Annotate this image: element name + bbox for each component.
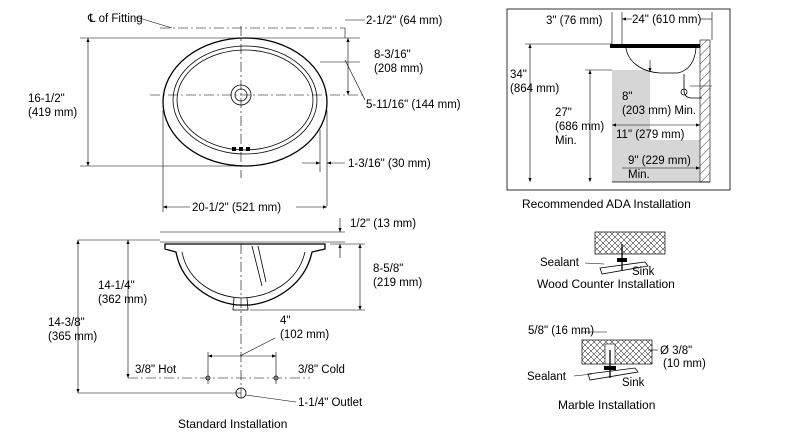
marble-sealant-leader xyxy=(573,373,593,377)
dim-supply-spacing-leader xyxy=(239,337,276,357)
dim-center-height-mm: (208 mm) xyxy=(374,63,423,75)
ada-dim-knee-depth: 11" (279 mm) xyxy=(616,129,685,141)
dim-bowl-depth-mm: (219 mm) xyxy=(373,277,422,289)
overflow-hole-3 xyxy=(246,147,250,151)
ada-toe-clearance-zone xyxy=(612,140,700,182)
outlet-label: 1-1/4" Outlet xyxy=(298,397,363,409)
sink-body-section xyxy=(164,243,326,306)
marble-sink-flange xyxy=(587,367,639,381)
ada-dim-clear-in: 8" xyxy=(622,91,632,103)
sink-bowl-section xyxy=(181,251,306,299)
ada-dim-knee-min: Min. xyxy=(555,135,577,147)
wood-sink-label: Sink xyxy=(632,266,655,278)
marble-anchor-clip xyxy=(604,366,616,370)
drain-outer xyxy=(230,84,252,106)
wood-anchor-clip xyxy=(617,258,627,262)
ada-dim-height-mm: (864 mm) xyxy=(510,83,559,95)
sink-bowl-inner xyxy=(176,49,314,151)
cold-supply-label: 3/8" Cold xyxy=(298,364,345,376)
wood-sealant-label: Sealant xyxy=(540,257,580,269)
sink-bowl-outer xyxy=(172,45,318,155)
outlet-marker xyxy=(235,387,247,399)
ada-dim-knee-in: 27" xyxy=(555,107,572,119)
wood-sink-flange xyxy=(599,261,649,275)
side-view: 1/2" (13 mm) 8-5/8" (219 mm) 14-1/4" (36… xyxy=(48,218,422,431)
ada-dim-depth: 24" (610 mm) xyxy=(632,14,701,26)
dim-rim-label: 1-3/16" (30 mm) xyxy=(348,158,431,170)
marble-dim-hole-mm: (10 mm) xyxy=(663,358,706,370)
center-of-fitting-leader xyxy=(135,16,173,29)
ada-dim-toe-min: Min. xyxy=(628,169,650,181)
dim-supply-height-in: 14-1/4" xyxy=(98,280,135,292)
top-view: ℄ of Fitting 2-1/2" (64 mm) 8-3/16" (208… xyxy=(28,13,461,214)
ada-caption: Recommended ADA Installation xyxy=(522,197,691,211)
overflow-hole-2 xyxy=(239,147,243,151)
dim-overall-width-label: 20-1/2" (521 mm) xyxy=(192,202,281,214)
ada-trap-nut xyxy=(680,88,688,96)
drain-inner xyxy=(234,88,248,102)
ada-countertop xyxy=(610,44,700,48)
ada-dim-height-in: 34" xyxy=(510,69,527,81)
outlet-leader xyxy=(245,394,297,403)
dim-overall-depth-mm: (419 mm) xyxy=(28,107,77,119)
dim-supply-spacing-in: 4" xyxy=(280,315,290,327)
marble-dim-thickness: 5/8" (16 mm) xyxy=(528,325,594,337)
wood-caption: Wood Counter Installation xyxy=(537,277,675,291)
ada-frame xyxy=(506,8,731,191)
ada-sink-bowl xyxy=(625,47,697,74)
ada-installation: 3" (76 mm) 24" (610 mm) 34" (864 mm) 27"… xyxy=(506,8,731,211)
marble-caption: Marble Installation xyxy=(558,398,655,412)
marble-installation: 5/8" (16 mm) Ø 3/8" (10 mm) Sealant Sink… xyxy=(527,325,706,412)
ada-wall xyxy=(699,39,711,183)
dim-side-offset-leader xyxy=(344,59,366,101)
ada-dim-wall-offset: 3" (76 mm) xyxy=(546,15,603,27)
ada-trap xyxy=(683,74,702,99)
dim-outlet-height-in: 14-3/8" xyxy=(48,317,85,329)
ada-dim-knee-mm: (686 mm) xyxy=(555,121,604,133)
dim-supply-height-mm: (362 mm) xyxy=(98,294,147,306)
dim-rim-thickness-label: 1/2" (13 mm) xyxy=(350,218,416,230)
cold-supply-marker xyxy=(273,375,279,381)
hot-supply-marker xyxy=(205,375,211,381)
overflow-hole-1 xyxy=(232,147,236,151)
marble-sink-label: Sink xyxy=(622,377,645,389)
dim-top-offset-label: 2-1/2" (64 mm) xyxy=(366,15,442,27)
dim-side-offset-label: 5-11/16" (144 mm) xyxy=(366,99,461,111)
marble-dim-hole-in: Ø 3/8" xyxy=(660,345,692,357)
dim-supply-spacing-mm: (102 mm) xyxy=(280,329,329,341)
wood-counter-installation: Sealant Sink Wood Counter Installation xyxy=(537,231,675,291)
drain-body xyxy=(232,297,249,311)
marble-counter-section xyxy=(581,339,653,365)
dim-center-height-in: 8-3/16" xyxy=(374,49,411,61)
ada-dim-clear-mm: (203 mm) Min. xyxy=(622,105,696,117)
overflow-channel xyxy=(251,245,267,287)
standard-installation-caption: Standard Installation xyxy=(178,417,287,431)
wood-counter-section xyxy=(594,231,666,255)
hot-supply-label: 3/8" Hot xyxy=(135,364,177,376)
dim-bowl-depth-in: 8-5/8" xyxy=(373,263,403,275)
sink-rim-outline xyxy=(162,37,328,167)
dim-outlet-height-mm: (365 mm) xyxy=(48,331,97,343)
marble-sealant-label: Sealant xyxy=(527,371,567,383)
dim-overall-depth-in: 16-1/2" xyxy=(28,93,65,105)
ada-dim-toe-in: 9" (229 mm) xyxy=(628,155,691,167)
center-of-fitting-label: ℄ of Fitting xyxy=(87,13,143,25)
wood-sealant-leader xyxy=(584,262,605,265)
